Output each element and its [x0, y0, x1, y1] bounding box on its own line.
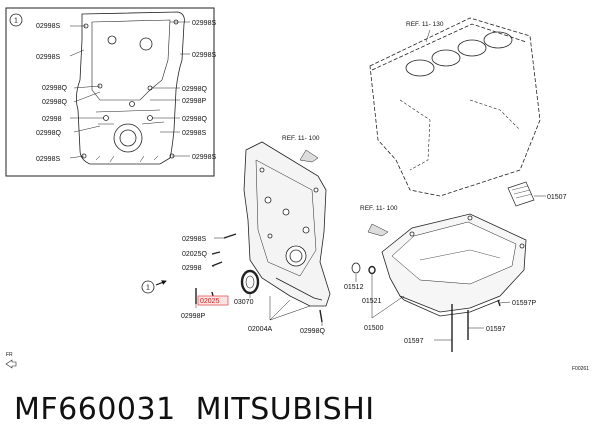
- part-label-02025q: 02025Q: [182, 251, 207, 258]
- fr-arrow-icon: [5, 359, 17, 369]
- ref-label-oil-pan: REF. 11- 100: [360, 205, 398, 212]
- engine-block-drawing: [369, 17, 541, 197]
- inset-label: 02998S: [36, 23, 60, 30]
- part-label-02998q: 02998Q: [300, 328, 325, 335]
- ref-arrow-oil-pan: [367, 223, 389, 237]
- part-label-01512: 01512: [344, 284, 364, 291]
- inset-label: 02998: [42, 116, 62, 123]
- part-label-02998: 02998: [182, 265, 202, 272]
- inset-label: 02998S: [192, 154, 216, 161]
- long-bolts-drawing: [451, 299, 501, 352]
- inset-number: 1: [14, 18, 18, 25]
- front-oil-seal-drawing: [240, 269, 260, 295]
- highlight-02025: [197, 295, 229, 306]
- inset-label: 02998Q: [42, 99, 67, 106]
- caption-brand: MITSUBISHI: [195, 392, 375, 427]
- inset-label: 02998S: [182, 130, 206, 137]
- callout-arrow: [155, 280, 167, 286]
- timing-cover-rear-drawing: [76, 11, 185, 165]
- callout-number: 1: [146, 285, 150, 292]
- oil-pan-drawing: [381, 213, 527, 317]
- timing-chain-case-drawing: [243, 141, 331, 307]
- caption-part-number: MF660031: [14, 392, 176, 427]
- fr-label: FR: [6, 352, 13, 358]
- part-label-01521: 01521: [362, 298, 382, 305]
- inset-label: 02998Q: [182, 86, 207, 93]
- inset-label: 02998Q: [42, 85, 67, 92]
- part-label-01597: 01597: [486, 326, 506, 333]
- oil-strainer-drawing: [507, 181, 535, 207]
- inset-label: 02998Q: [182, 116, 207, 123]
- inset-label: 02998Q: [36, 130, 61, 137]
- parts-diagram: 1: [5, 7, 589, 372]
- diagram-code: F00261: [572, 366, 589, 372]
- inset-panel: 1: [5, 7, 216, 177]
- part-label-02998p: 02998P: [181, 313, 205, 320]
- ref-label-chain-case: REF. 11- 100: [282, 135, 320, 142]
- drain-plug-drawing: [351, 262, 376, 275]
- inset-label: 02998S: [36, 156, 60, 163]
- part-label-02004a: 02004A: [248, 326, 272, 333]
- ref-label-engine-block: REF. 11- 130: [406, 21, 444, 28]
- part-label-03070: 03070: [234, 299, 254, 306]
- part-label-01597p: 01597P: [512, 300, 536, 307]
- ref-arrow-chain-case: [299, 149, 319, 163]
- part-label-02998s: 02998S: [182, 236, 206, 243]
- part-label-02025: 02025: [200, 298, 220, 305]
- inset-label: 02998P: [182, 98, 206, 105]
- part-label-01500: 01500: [364, 325, 384, 332]
- part-label-01507: 01507: [547, 194, 567, 201]
- inset-label: 02998S: [192, 52, 216, 59]
- callout-circle: [141, 280, 155, 294]
- inset-label: 02998S: [36, 54, 60, 61]
- caption: MF660031 MITSUBISHI: [14, 392, 395, 436]
- inset-label: 02998S: [192, 20, 216, 27]
- part-label-01597: 01597: [404, 338, 424, 345]
